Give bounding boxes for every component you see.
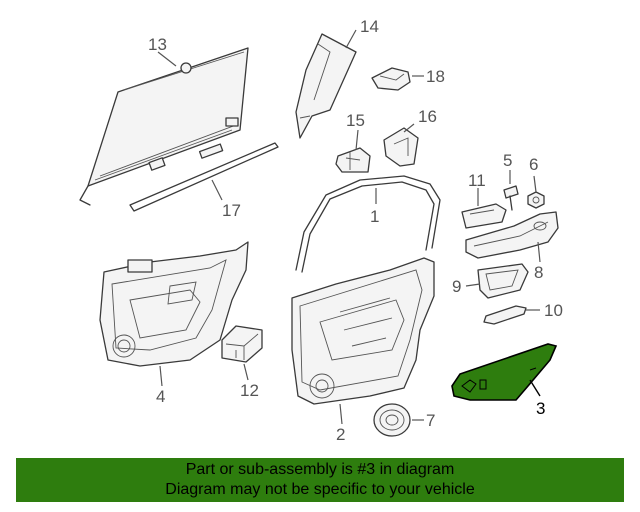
part-17-strip (129, 142, 279, 212)
part-11-bezel (461, 203, 507, 229)
part-4-door-trim (99, 241, 249, 367)
callout-9: 9 (452, 277, 461, 296)
callout-18: 18 (426, 67, 445, 86)
callout-14: 14 (360, 17, 379, 36)
part-18-clip (371, 67, 411, 91)
part-8-armrest (465, 211, 559, 259)
callout-4: 4 (156, 387, 165, 406)
callout-7: 7 (426, 411, 435, 430)
callout-10: 10 (544, 301, 563, 320)
part-16-bracket (383, 127, 419, 167)
part-10-trim-strip (483, 305, 527, 325)
info-banner: Part or sub-assembly is #3 in diagram Di… (16, 458, 624, 502)
callout-17: 17 (222, 201, 241, 220)
callout-16: 16 (418, 107, 437, 126)
part-3-highlighted (451, 343, 558, 401)
part-6-nut (527, 191, 545, 209)
callout-8: 8 (534, 263, 543, 282)
part-9-pull-cup (477, 263, 529, 299)
callout-1: 1 (370, 207, 379, 226)
callout-6: 6 (529, 155, 538, 174)
part-14-panel (295, 33, 357, 139)
leader-lines (157, 29, 541, 425)
callout-2: 2 (336, 425, 345, 444)
callout-15: 15 (346, 111, 365, 130)
callout-12: 12 (240, 381, 259, 400)
part-7-speaker (373, 403, 411, 437)
part-12-switch (221, 325, 263, 363)
part-5-screw (503, 185, 519, 211)
callout-3: 3 (536, 399, 545, 418)
callout-11: 11 (468, 171, 486, 190)
parts-diagram: 13 14 18 15 16 17 1 5 6 11 8 9 10 12 4 2… (79, 17, 563, 444)
callout-13: 13 (148, 35, 167, 54)
part-13-sunshade (79, 47, 249, 206)
part-2-door-trim (291, 257, 435, 405)
banner-line-2: Diagram may not be specific to your vehi… (165, 481, 475, 498)
banner-line-1: Part or sub-assembly is #3 in diagram (185, 461, 455, 478)
part-15-clip (335, 147, 371, 173)
part-1-weatherstrip (295, 175, 441, 273)
callout-5: 5 (503, 151, 512, 170)
